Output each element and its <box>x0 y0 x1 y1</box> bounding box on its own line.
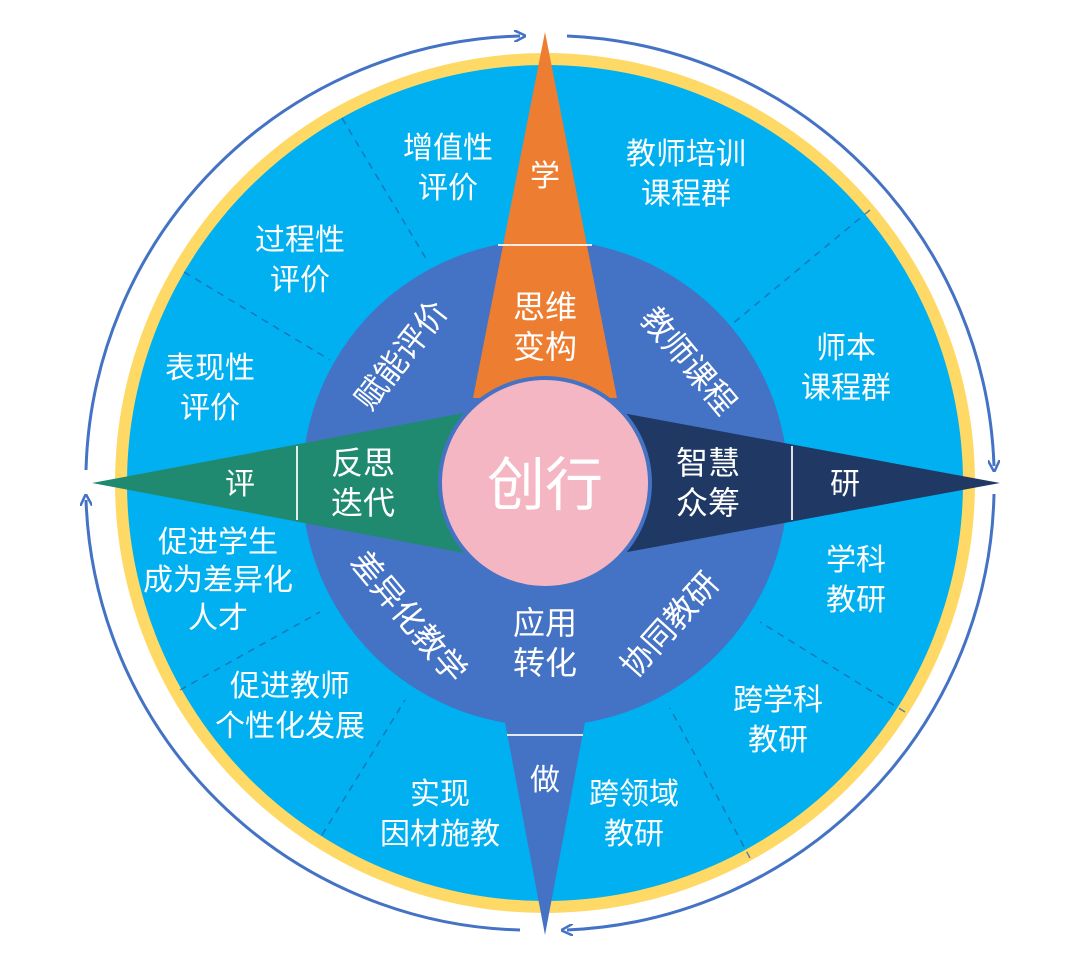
cycle-arrow-bottom-right <box>567 493 996 930</box>
pointer-left <box>92 413 464 553</box>
outer-label-zengzhixing-1: 增值性 <box>403 131 493 166</box>
outer-label-cujinxuesheng-2: 成为差异化 <box>143 563 293 598</box>
cycle-arrow-bottom-left <box>86 500 521 932</box>
outer-label-cujinjiaoshi-2: 个性化发展 <box>215 709 365 744</box>
outer-label-guochengxing-1: 过程性 <box>255 223 345 258</box>
cycle-arrow-top-right <box>566 34 994 466</box>
outer-label-zengzhixing-2: 评价 <box>418 171 478 206</box>
outer-label-jiaoshipeixun-1: 教师培训 <box>626 137 746 172</box>
outer-label-shixianyincai-1: 实现 <box>410 777 470 812</box>
outer-label-guochengxing-2: 评价 <box>270 263 330 298</box>
center-circle <box>438 376 652 590</box>
cycle-arrows <box>86 36 994 930</box>
inner-right-line2: 众筹 <box>676 484 740 522</box>
pointer-separators <box>296 244 793 736</box>
outer-dividers <box>179 117 906 859</box>
outer-label-biaoxianxing-2: 评价 <box>180 391 240 426</box>
tip-left-label: 评 <box>225 467 255 502</box>
inner-bottom-line1: 应用 <box>513 604 577 642</box>
outer-label-shixianyincai-2: 因材施教 <box>380 817 500 852</box>
tip-top-label: 学 <box>530 159 560 194</box>
inner-bottom-line2: 转化 <box>513 644 577 682</box>
pointer-bottom <box>476 568 614 935</box>
outer-label-kuaxueke-2: 教研 <box>748 723 808 758</box>
outer-label-biaoxianxing-1: 表现性 <box>165 351 255 386</box>
outer-label-xueke-2: 教研 <box>826 583 886 618</box>
tip-right-label: 研 <box>830 467 860 502</box>
outer-label-cujinxuesheng-3: 人才 <box>188 601 248 636</box>
outer-label-xueke-1: 学科 <box>826 543 886 578</box>
inner-top-line2: 变构 <box>513 328 577 366</box>
pointer-right <box>622 413 1000 553</box>
outer-label-kuaxueke-1: 跨学科 <box>733 683 823 718</box>
center-label: 创行 <box>487 451 603 519</box>
cycle-arrow-top-left <box>84 36 520 471</box>
outer-label-shiben-2: 课程群 <box>801 371 891 406</box>
outer-label-kualingyu-1: 跨领域 <box>589 777 679 812</box>
outer-label-cujinjiaoshi-1: 促进教师 <box>230 669 350 704</box>
inner-top-line1: 思维 <box>513 288 577 326</box>
outer-label-kualingyu-2: 教研 <box>604 817 664 852</box>
inner-left-line2: 迭代 <box>331 484 395 522</box>
tip-bottom-label: 做 <box>530 763 560 798</box>
pointer-top <box>473 32 617 398</box>
outer-label-shiben-1: 师本 <box>816 331 876 366</box>
inner-right-line1: 智慧 <box>676 444 740 482</box>
outer-label-jiaoshipeixun-2: 课程群 <box>641 177 731 212</box>
inner-left-line1: 反思 <box>331 444 395 482</box>
outer-label-cujinxuesheng-1: 促进学生 <box>158 525 278 560</box>
